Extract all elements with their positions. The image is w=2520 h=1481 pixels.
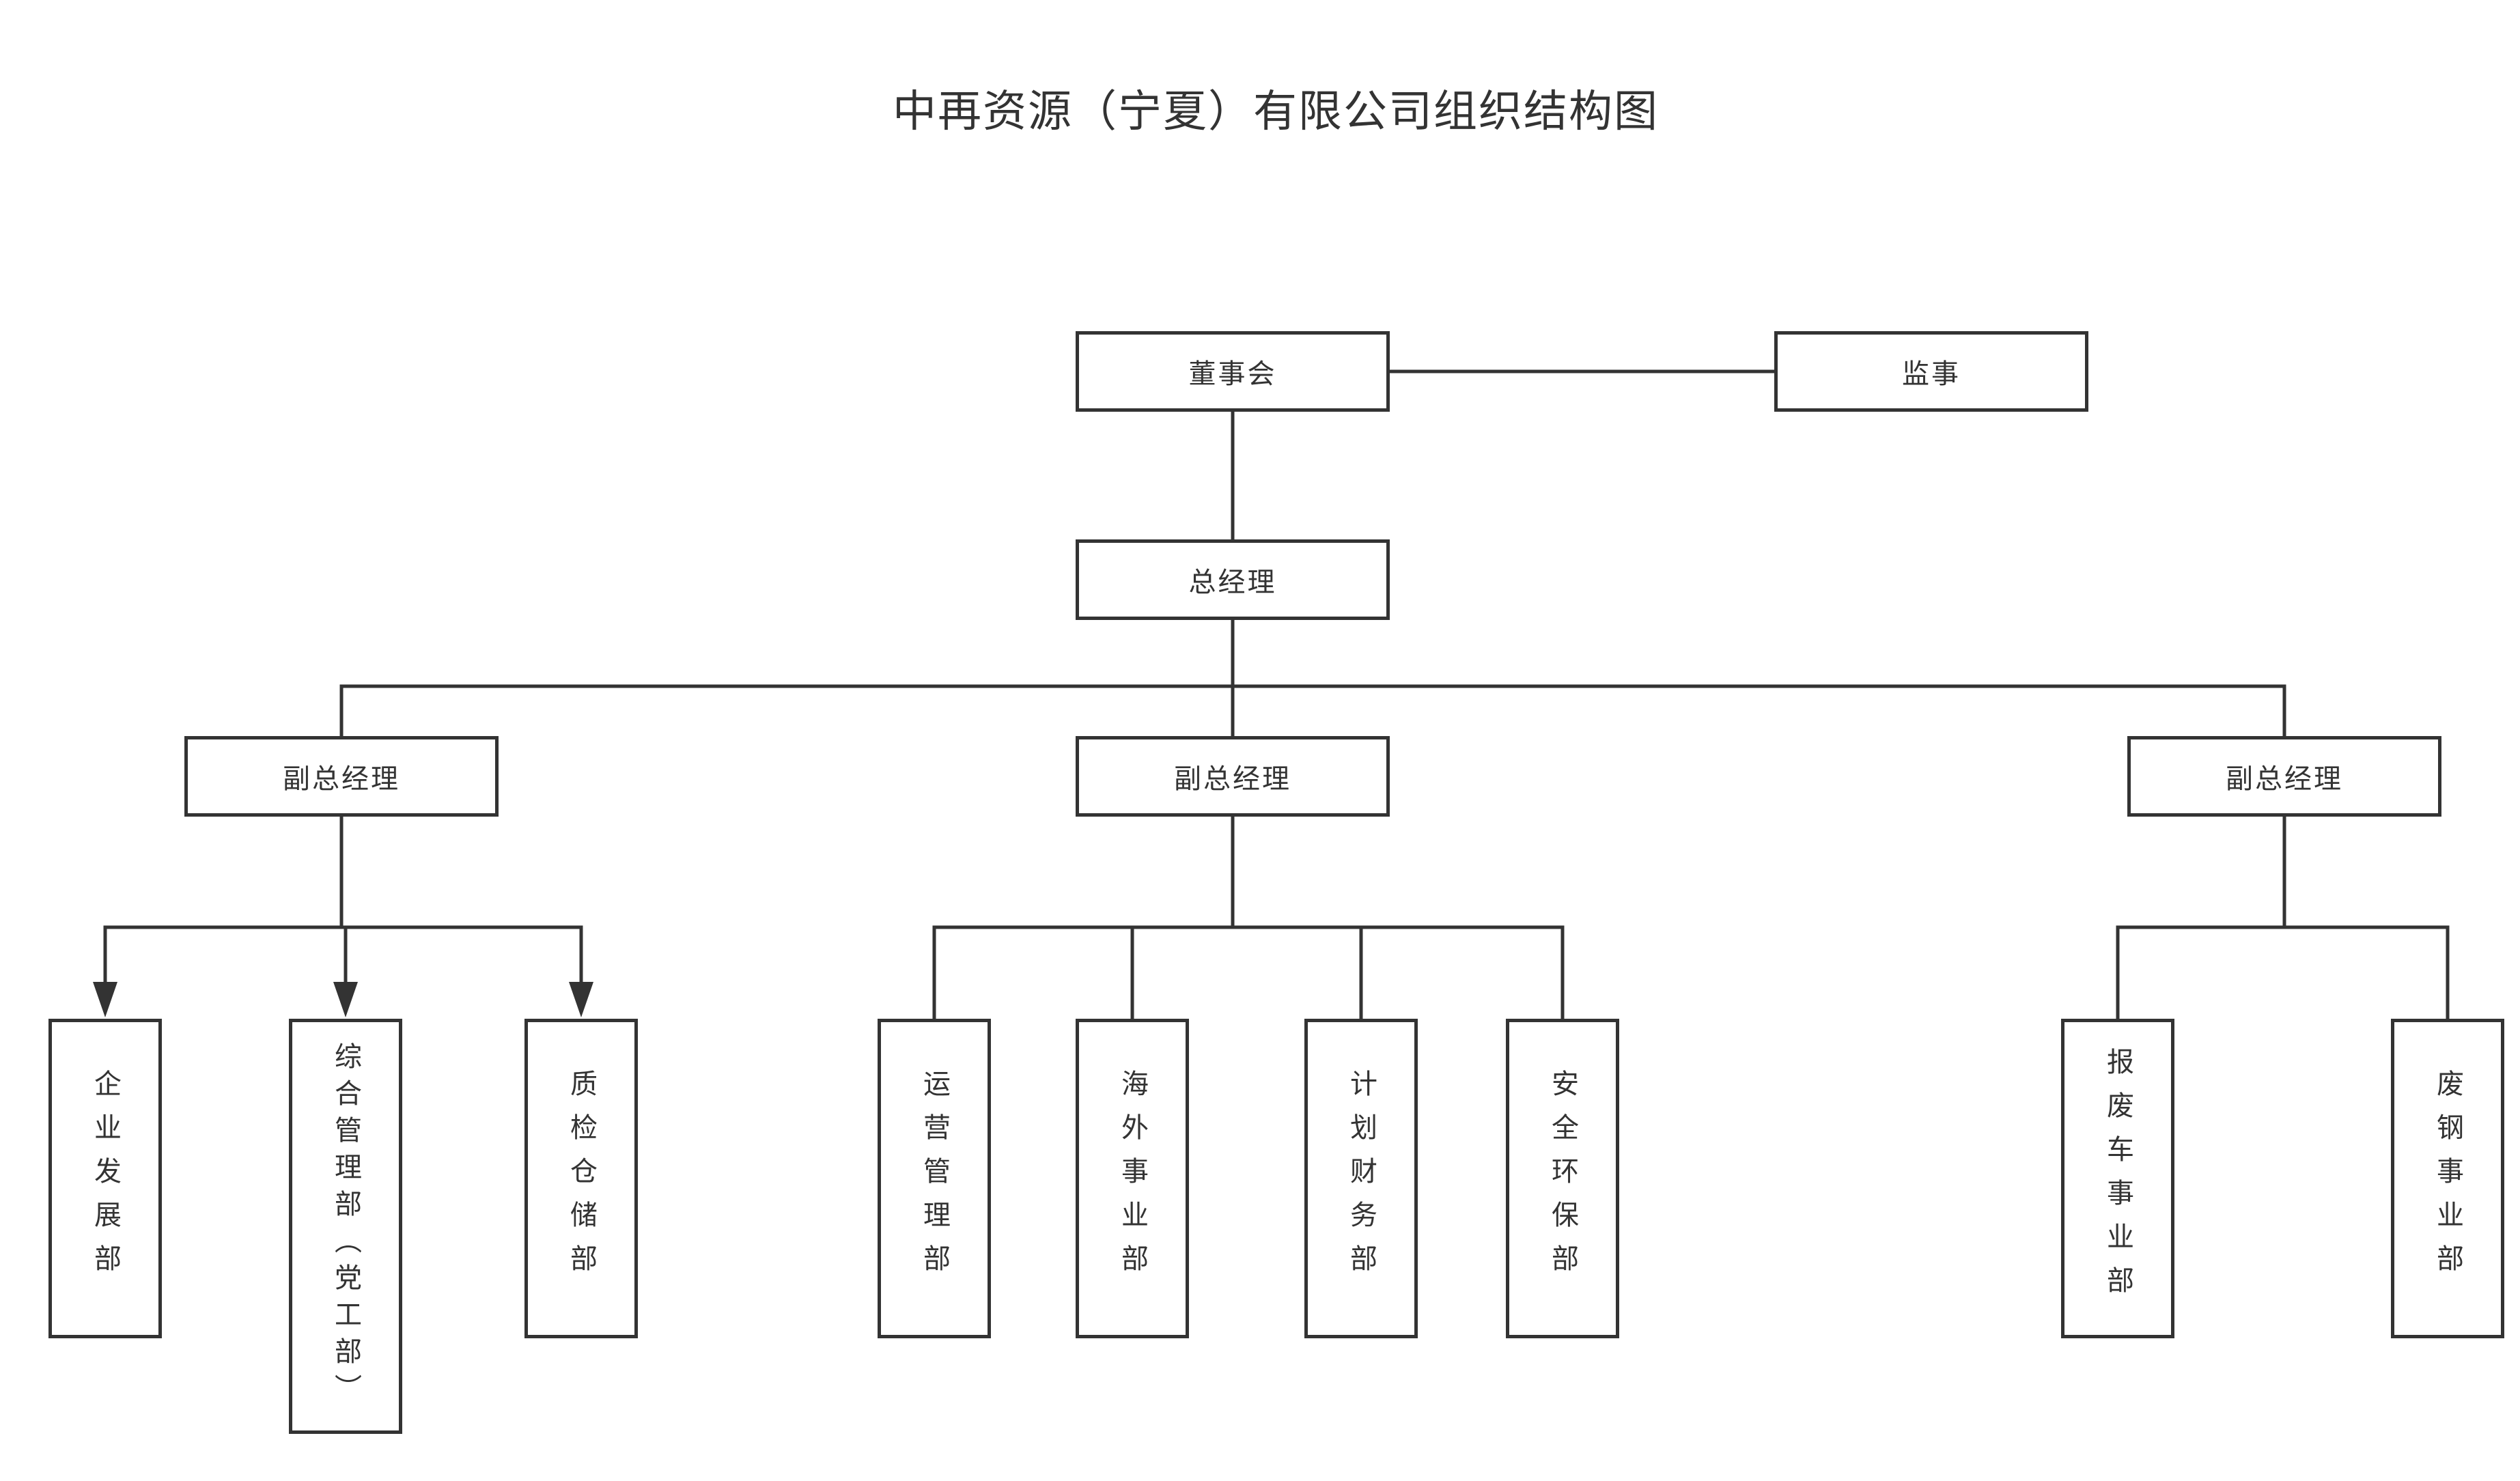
node-label: 综合管理部（党工部） — [331, 1042, 361, 1411]
node-deputy-gm-3: 副总经理 — [2127, 736, 2441, 817]
node-label: 监事 — [1902, 359, 1961, 389]
node-label: 安全环保部 — [1548, 1069, 1578, 1288]
node-dept-scrap-steel-business: 废钢事业部 — [2391, 1019, 2504, 1338]
node-label: 质检仓储部 — [566, 1069, 596, 1288]
node-label: 副总经理 — [2226, 764, 2343, 794]
connector-deputy2-departments — [932, 813, 1565, 1021]
node-board-of-directors: 董事会 — [1076, 331, 1390, 412]
down-arrow-icon — [333, 982, 358, 1017]
node-dept-safety-environment: 安全环保部 — [1506, 1019, 1619, 1338]
down-arrow-icon — [569, 982, 593, 1017]
connector-deputy3-departments — [2116, 813, 2450, 1021]
node-label: 报废车事业部 — [2103, 1047, 2133, 1310]
node-label: 计划财务部 — [1346, 1069, 1376, 1288]
node-dept-overseas-business: 海外事业部 — [1076, 1019, 1189, 1338]
node-dept-enterprise-development: 企业发展部 — [48, 1019, 162, 1338]
node-dept-operations-management: 运营管理部 — [878, 1019, 991, 1338]
node-dept-quality-warehouse: 质检仓储部 — [524, 1019, 638, 1338]
node-label: 企业发展部 — [90, 1069, 120, 1288]
node-label: 运营管理部 — [919, 1069, 949, 1288]
node-label: 海外事业部 — [1117, 1069, 1147, 1288]
connector-gm-deputies-bus — [339, 616, 2286, 738]
node-dept-general-admin-party: 综合管理部（党工部） — [289, 1019, 402, 1434]
down-arrow-icon — [93, 982, 117, 1017]
node-dept-planning-finance: 计划财务部 — [1304, 1019, 1418, 1338]
node-label: 副总经理 — [283, 764, 400, 794]
node-deputy-gm-2: 副总经理 — [1076, 736, 1390, 817]
node-label: 废钢事业部 — [2433, 1069, 2463, 1288]
node-label: 副总经理 — [1174, 764, 1291, 794]
node-general-manager: 总经理 — [1076, 539, 1390, 620]
connector-deputy1-departments — [103, 813, 583, 985]
node-supervisor: 监事 — [1774, 331, 2088, 412]
node-label: 董事会 — [1188, 359, 1277, 389]
node-label: 总经理 — [1188, 567, 1277, 597]
node-dept-scrap-vehicle-business: 报废车事业部 — [2061, 1019, 2174, 1338]
chart-title: 中再资源（宁夏）有限公司组织结构图 — [893, 87, 1659, 136]
node-deputy-gm-1: 副总经理 — [184, 736, 499, 817]
